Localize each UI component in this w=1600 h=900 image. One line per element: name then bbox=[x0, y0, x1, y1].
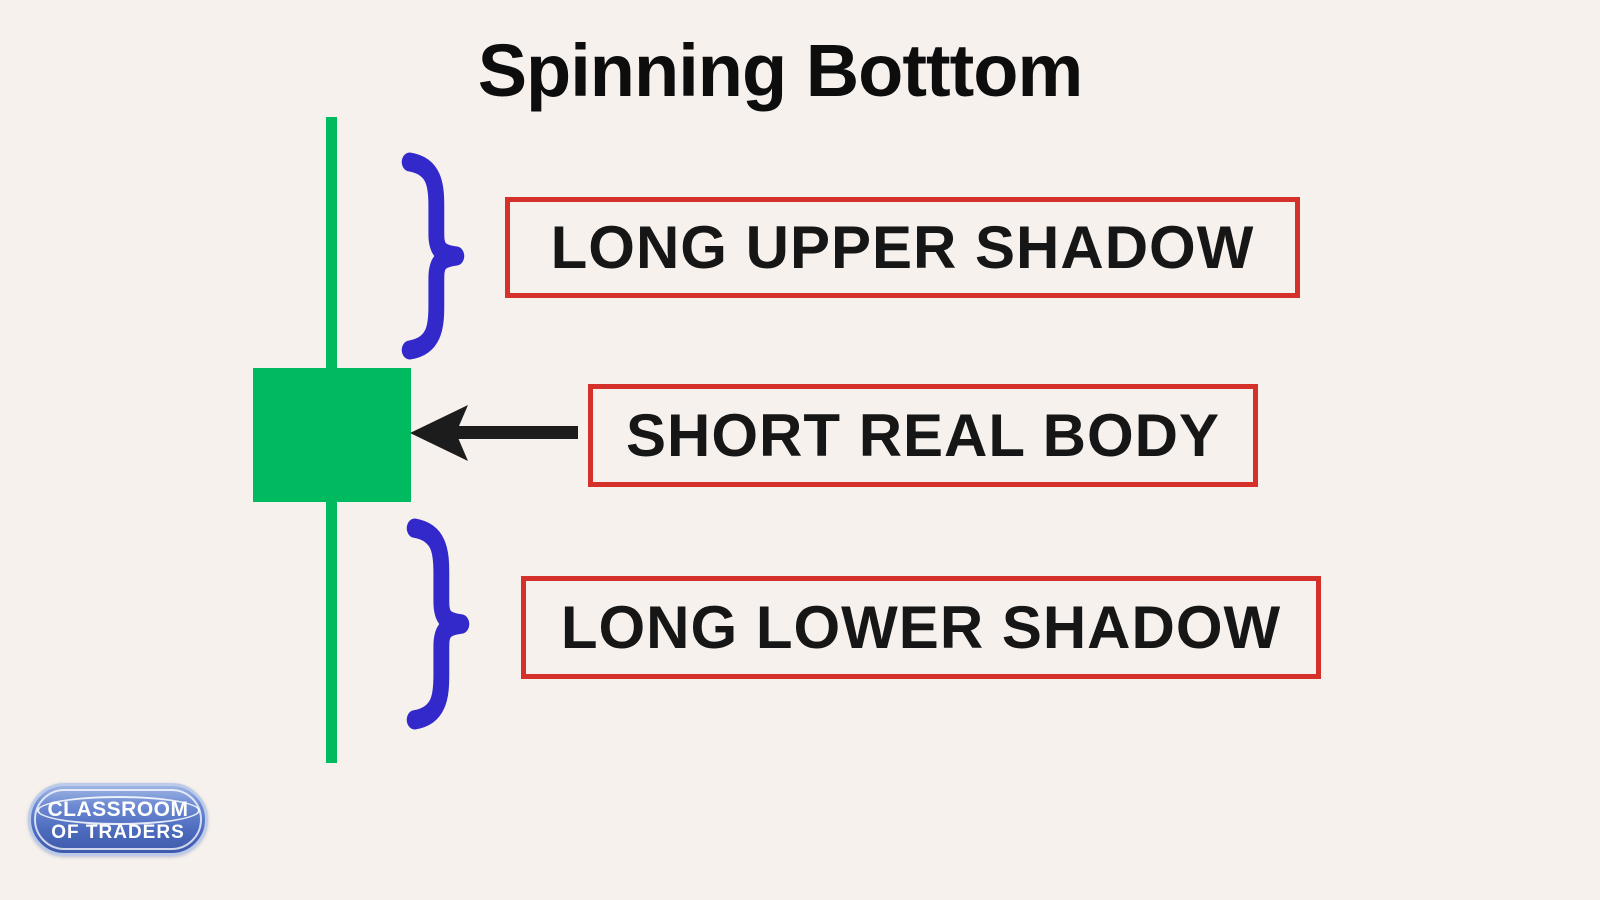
left-arrow-icon bbox=[410, 405, 578, 461]
candle-real-body bbox=[253, 368, 411, 502]
upper-shadow-brace-icon bbox=[401, 152, 465, 360]
lower-shadow-label-box: LONG LOWER SHADOW bbox=[521, 576, 1321, 679]
upper-shadow-label-box: LONG UPPER SHADOW bbox=[505, 197, 1300, 298]
logo-line1: CLASSROOM bbox=[36, 796, 200, 826]
page-title: Spinning Botttom bbox=[477, 29, 1084, 112]
real-body-label-box: SHORT REAL BODY bbox=[588, 384, 1258, 487]
classroom-of-traders-logo: CLASSROOM OF TRADERS bbox=[28, 783, 208, 856]
upper-shadow-label: LONG UPPER SHADOW bbox=[550, 214, 1255, 281]
logo-text: CLASSROOM OF TRADERS bbox=[31, 786, 205, 853]
logo-line2: OF TRADERS bbox=[51, 822, 185, 844]
lower-shadow-label: LONG LOWER SHADOW bbox=[560, 594, 1282, 661]
logo-inner-ring bbox=[34, 789, 202, 850]
real-body-label: SHORT REAL BODY bbox=[626, 402, 1220, 469]
lower-shadow-brace-icon bbox=[406, 518, 470, 730]
